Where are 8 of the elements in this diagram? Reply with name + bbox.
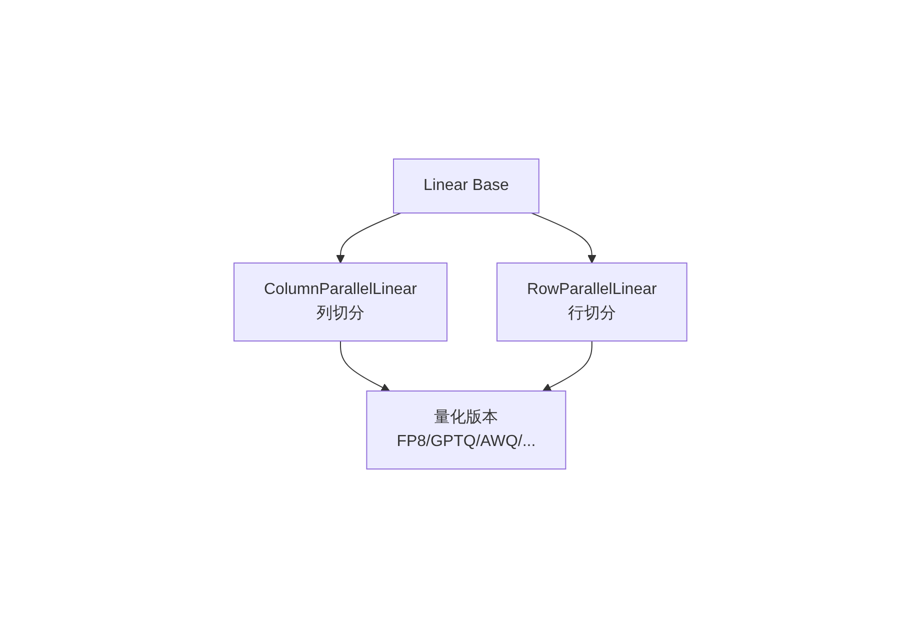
arrow xyxy=(542,340,592,392)
node-box: ColumnParallelLinear 列切分 xyxy=(234,262,448,342)
arrow xyxy=(336,212,402,264)
node-box: 量化版本 FP8/GPTQ/AWQ/... xyxy=(366,390,566,470)
node-box: RowParallelLinear 行切分 xyxy=(496,262,688,342)
arrow xyxy=(340,340,390,392)
node-box: Linear Base xyxy=(393,158,540,214)
arrow xyxy=(531,212,596,264)
